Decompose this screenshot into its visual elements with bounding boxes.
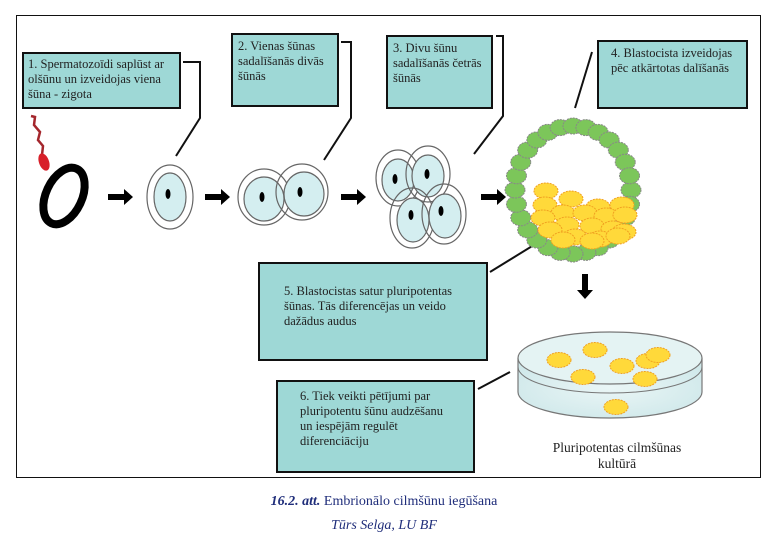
arrow-right-icon — [481, 189, 506, 205]
trophoblast-cell — [619, 167, 641, 185]
step-2-box: 2. Vienas šūnas sadalīšanās divās šūnās — [231, 33, 339, 107]
inner-cell-mass-cell — [605, 227, 631, 245]
inner-cell-mass-cell — [612, 206, 638, 224]
trophoblast-cell — [505, 195, 527, 213]
figure-frame — [16, 15, 761, 478]
step-3-line: šūnās — [393, 71, 421, 85]
zygote-cell — [146, 164, 194, 230]
culture-cell — [609, 358, 635, 374]
connector-step-1 — [175, 61, 201, 157]
step-1-line: olšūnu un izveidojas viena — [28, 72, 161, 86]
petri-dish — [517, 331, 703, 419]
culture-label-line: kultūrā — [597, 456, 637, 471]
blastocyst — [504, 117, 642, 263]
arrow-right-icon — [341, 189, 366, 205]
sperm-icon — [30, 114, 50, 171]
step-5-box: 5. Blastocistas satur pluripotentas šūna… — [258, 262, 488, 361]
step-2-line: sadalīšanās divās — [238, 54, 324, 68]
connector-step-2 — [323, 41, 352, 161]
figure-credit: Tūrs Selga, LU BF — [331, 518, 437, 533]
culture-cell — [632, 371, 658, 387]
step-3-line: sadalīšanās četrās — [393, 56, 482, 70]
step-2-line: šūnās — [238, 69, 266, 83]
arrow-right-icon — [205, 189, 230, 205]
culture-cell — [582, 342, 608, 358]
culture-cell — [603, 399, 629, 415]
figure-title: Embrionālo cilmšūnu iegūšana — [320, 494, 498, 509]
connector-step-3 — [473, 35, 504, 155]
step-3-line: 3. Divu šūnu — [393, 41, 458, 55]
connector-step-6 — [477, 371, 511, 390]
step-6-line: un iespējām regulēt — [300, 419, 398, 433]
step-3-box: 3. Divu šūnu sadalīšanās četrās šūnās — [386, 35, 493, 109]
culture-cell — [546, 352, 572, 368]
culture-label-line: Pluripotentas cilmšūnas — [552, 440, 682, 455]
figure-caption: 16.2. att. Embrionālo cilmšūnu iegūšana — [0, 494, 768, 510]
culture-cell — [645, 347, 671, 363]
step-1-line: šūna - zigota — [28, 87, 92, 101]
inner-cell-mass-cell — [579, 232, 605, 250]
arrow-right-icon — [108, 189, 133, 205]
inner-cell-mass-cell — [550, 231, 576, 249]
step-1-line: 1. Spermatozoīdi saplūst ar — [28, 57, 165, 71]
culture-label: Pluripotentas cilmšūnas kultūrā — [522, 440, 712, 472]
step-6-line: 6. Tiek veikti pētījumi par — [300, 389, 431, 403]
four-cell-stage — [375, 145, 467, 249]
step-1-box: 1. Spermatozoīdi saplūst ar olšūnu un iz… — [22, 52, 181, 109]
step-4-line: pēc atkārtotas dalīšanās — [611, 61, 730, 75]
trophoblast-cell — [620, 181, 642, 199]
figure-number: 16.2. att. — [270, 494, 321, 509]
step-6-line: diferenciāciju — [300, 434, 369, 448]
connector-step-4 — [574, 51, 593, 109]
culture-cells — [546, 342, 671, 415]
trophoblast-cell — [504, 181, 526, 199]
step-5-line: dažādus audus — [284, 314, 357, 328]
step-6-line: pluripotentu šūnu audzēšanu — [300, 404, 444, 418]
trophoblast-cell — [505, 167, 527, 185]
egg-icon — [39, 163, 89, 229]
step-6-box: 6. Tiek veikti pētījumi par pluripotentu… — [276, 380, 475, 473]
step-4-line: 4. Blastocista izveidojas — [611, 46, 733, 60]
step-2-line: 2. Vienas šūnas — [238, 39, 316, 53]
step-5-line: šūnas. Tās diferencējas un veido — [284, 299, 446, 313]
two-cell-stage — [237, 163, 329, 226]
arrow-down-icon — [577, 274, 593, 299]
step-5-line: 5. Blastocistas satur pluripotentas — [284, 284, 453, 298]
trophoblast-cell — [614, 153, 636, 171]
culture-cell — [570, 369, 596, 385]
step-4-box: 4. Blastocista izveidojas pēc atkārtotas… — [597, 40, 748, 109]
